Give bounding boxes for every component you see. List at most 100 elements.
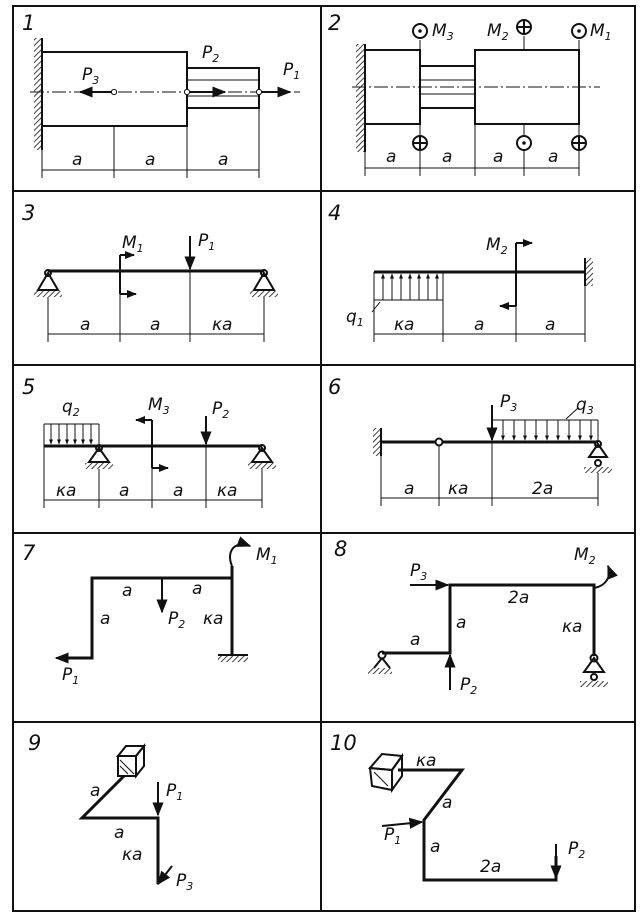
- dim-label: a: [474, 315, 484, 335]
- label-q3: q3: [576, 395, 594, 417]
- pin-support: [250, 269, 278, 297]
- label-q1: q1: [346, 307, 364, 329]
- wall-support: [356, 44, 365, 152]
- panel-8: 8 P3 M2 P2 2a a a κa: [334, 537, 618, 697]
- dimension-line: [380, 442, 599, 506]
- dim-label: a: [456, 613, 466, 633]
- wall-support: [34, 38, 42, 150]
- label-m2: M2: [574, 545, 596, 567]
- panel-grid: [12, 5, 636, 912]
- dim-label: κa: [217, 481, 237, 501]
- panel-number: 1: [22, 11, 35, 35]
- distributed-load-q1: [373, 272, 444, 301]
- fixed-block: [115, 743, 147, 779]
- dimension-line: [41, 108, 260, 178]
- label-p2: P2: [460, 675, 477, 697]
- moment-symbol-dot: [571, 23, 587, 39]
- panel-3: 3 M1 P1 a a κa: [22, 201, 278, 342]
- dim-label: 2a: [532, 479, 553, 499]
- dim-label: a: [173, 481, 183, 501]
- panel-7: 7 M1 P2 P1 a a a κa: [22, 536, 278, 687]
- dim-label: a: [72, 150, 82, 170]
- pin-support: [584, 440, 612, 473]
- dim-label: a: [545, 315, 555, 335]
- force-arrow-p1: [381, 817, 424, 829]
- dim-label: 2a: [480, 857, 501, 877]
- fixed-support: [373, 428, 381, 456]
- dim-label: a: [548, 147, 558, 167]
- moment-m2: [593, 564, 618, 589]
- label-m1: M1: [122, 233, 144, 255]
- dim-label: a: [119, 481, 129, 501]
- panel-4: 4 q1 M2 κa a a: [328, 201, 593, 342]
- moment-symbol-dot: [412, 23, 428, 39]
- panel-9: 9 P1 P3 a a κa: [28, 731, 193, 893]
- pin-support: [248, 444, 276, 469]
- force-arrow-p3: [157, 865, 173, 886]
- label-p1: P1: [384, 825, 401, 847]
- dimension-line: [364, 124, 580, 176]
- dim-label: κa: [203, 609, 223, 629]
- fixed-support: [585, 258, 593, 286]
- label-m3: M3: [148, 395, 170, 417]
- dim-label: a: [192, 579, 202, 599]
- dim-label: κa: [212, 315, 232, 335]
- label-p3: P3: [176, 871, 193, 893]
- hinge: [434, 437, 444, 447]
- label-m2: M2: [486, 235, 508, 257]
- dim-label: κa: [448, 479, 468, 499]
- panel-1: 1 P3 P2 P1 a a a: [22, 11, 300, 178]
- moment-symbol-cross: [412, 135, 428, 151]
- dimension-line: [47, 271, 265, 342]
- panel-10: 10 P1 P2 κa a a 2a: [330, 731, 585, 882]
- label-p3: P3: [82, 65, 99, 87]
- dim-label: a: [80, 315, 90, 335]
- label-p1: P1: [62, 665, 79, 687]
- pin-support: [580, 653, 608, 687]
- label-p1: P1: [166, 781, 183, 803]
- pin-support: [85, 444, 113, 469]
- dim-label: a: [430, 837, 440, 857]
- panel-number: 9: [28, 731, 41, 755]
- dim-label: a: [100, 609, 110, 629]
- dim-label: a: [145, 150, 155, 170]
- dim-label: κa: [394, 315, 414, 335]
- dim-label: a: [386, 147, 396, 167]
- dimension-line: [373, 286, 586, 342]
- panel-number: 10: [330, 731, 357, 755]
- label-p2: P2: [568, 839, 585, 861]
- moment-symbol-dot: [516, 135, 532, 151]
- moment-symbol-cross: [516, 19, 532, 35]
- dim-label: a: [218, 150, 228, 170]
- label-m1: M1: [256, 545, 278, 567]
- label-p3: P3: [410, 561, 427, 583]
- dim-label: a: [90, 781, 100, 801]
- frame: [382, 583, 596, 656]
- panel-number: 8: [334, 537, 347, 561]
- label-m1: M1: [590, 21, 612, 43]
- shaft-small: [186, 67, 260, 109]
- frame: [78, 774, 160, 884]
- frame: [398, 768, 558, 882]
- dim-label: a: [404, 479, 414, 499]
- label-m3: M3: [432, 21, 454, 43]
- label-p1: P1: [283, 60, 300, 82]
- distributed-load-q3: [492, 419, 599, 442]
- label-p2: P2: [202, 43, 219, 65]
- pin-support: [368, 650, 392, 674]
- label-p2: P2: [168, 609, 185, 631]
- dim-label: a: [493, 147, 503, 167]
- dim-label: κa: [562, 617, 582, 637]
- dim-label: 2a: [508, 588, 529, 608]
- frame: [58, 576, 234, 660]
- panel-number: 7: [22, 541, 36, 565]
- dim-label: a: [410, 630, 420, 650]
- dim-label: a: [442, 793, 452, 813]
- label-p3: P3: [500, 392, 517, 414]
- pin-support: [34, 269, 62, 297]
- label-m2: M2: [487, 21, 509, 43]
- fixed-support: [218, 655, 248, 662]
- dimension-line: [43, 446, 263, 508]
- panel-number: 6: [328, 375, 341, 399]
